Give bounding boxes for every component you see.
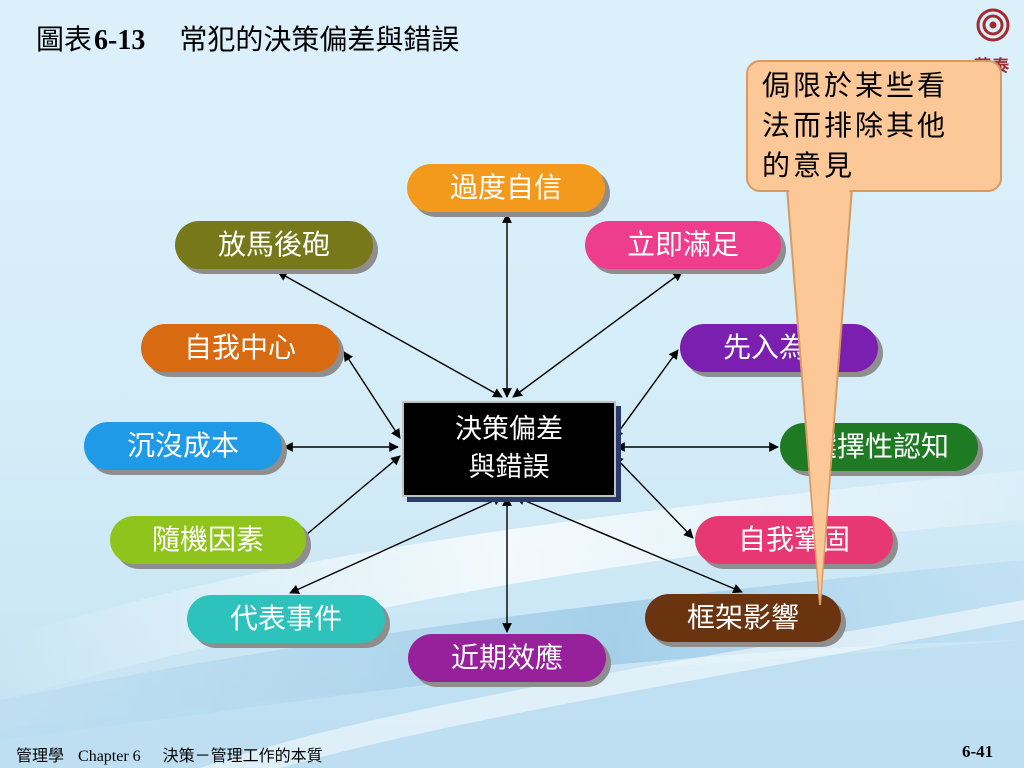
footer-book: 管理學 [16,746,65,765]
connector-self-serving [343,351,401,439]
connector-randomness [299,455,401,541]
slide-title: 圖表6-13 常犯的決策偏差與錯誤 [36,18,459,58]
node-anchoring: 先入為主 [680,324,878,372]
node-self-serving: 自我中心 [141,324,339,372]
node-sunk-costs: 沉沒成本 [84,422,282,470]
node-confirmation: 自我鞏固 [695,516,893,564]
node-availability: 近期效應 [408,634,606,682]
node-immediate-gratification: 立即滿足 [585,221,781,269]
center-line-2: 與錯誤 [468,452,550,483]
figure-number: 6-13 [94,25,146,56]
footer-subtitle: 決策－管理工作的本質 [162,746,323,765]
footer-chapter: Chapter 6 [78,748,141,765]
node-selective-perception: 選擇性認知 [780,423,978,471]
center-line-1: 決策偏差 [455,414,563,445]
page-number: 6-41 [962,742,994,761]
footer: 管理學 Chapter 6 決策－管理工作的本質 [16,742,323,766]
logo-ring-icon [976,8,1010,42]
node-overconfidence: 過度自信 [407,164,605,212]
connector-immediate-gratification [512,271,683,398]
connector-representation [289,496,503,594]
figure-label: 圖表 [36,23,93,56]
callout-line-1: 侷限於某些看 [762,69,949,102]
connector-framing [515,495,743,594]
callout-line-2: 法而排除其他 [762,109,949,142]
callout-line-3: 的意見 [762,149,856,182]
connector-confirmation [613,455,694,539]
node-randomness: 隨機因素 [110,516,306,564]
node-representation: 代表事件 [187,595,385,643]
connector-anchoring [613,349,679,439]
title-text: 常犯的決策偏差與錯誤 [179,23,460,56]
center-box: 決策偏差 與錯誤 [402,401,616,497]
connector-hindsight [277,271,503,398]
node-hindsight: 放馬後砲 [175,221,373,269]
node-framing: 框架影響 [645,594,841,642]
callout-box: 侷限於某些看 法而排除其他 的意見 [746,60,1002,192]
